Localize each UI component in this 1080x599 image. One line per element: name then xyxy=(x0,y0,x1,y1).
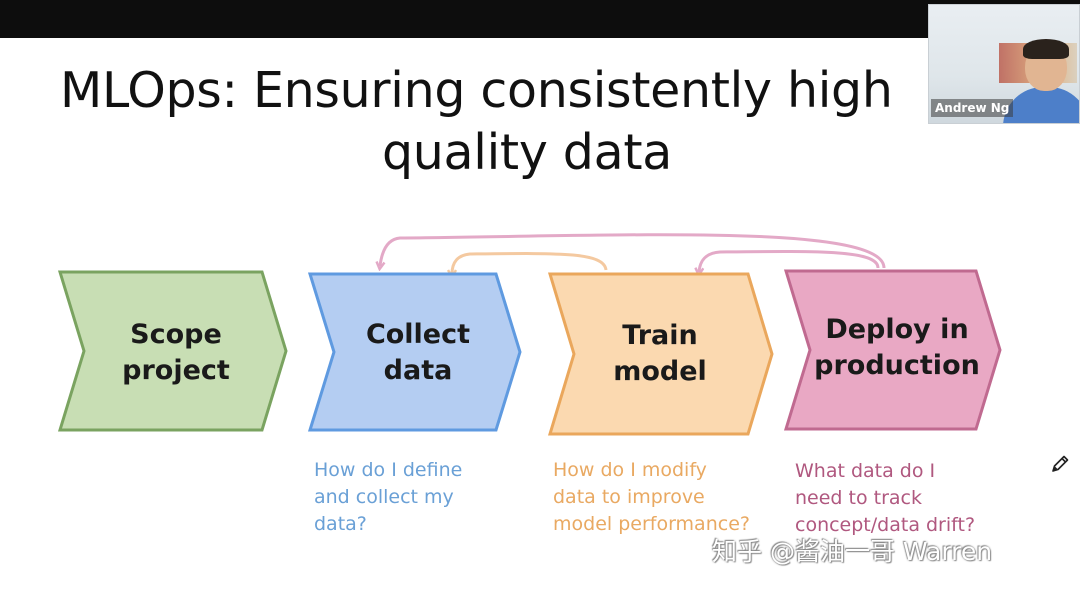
participant-video-tile[interactable]: Andrew Ng xyxy=(928,4,1080,124)
stage-label-scope: Scope project xyxy=(122,319,230,386)
feedback-arrow-deploy-to-collect xyxy=(380,233,886,268)
feedback-arrow-deploy-to-train xyxy=(699,250,880,272)
slide-title: MLOps: Ensuring consistently high qualit… xyxy=(60,60,1070,184)
slide-title-line-2: quality data xyxy=(382,124,672,181)
ml-lifecycle-diagram xyxy=(57,233,1002,436)
shared-slide: MLOps: Ensuring consistently high qualit… xyxy=(0,38,1080,599)
stage-chevron-train xyxy=(547,272,774,436)
question-train: How do I modify data to improve model pe… xyxy=(553,459,750,535)
top-bar xyxy=(0,0,1080,38)
feedback-arrow-train-to-collect xyxy=(452,252,608,274)
stage-chevron-scope xyxy=(57,270,288,432)
watermark-text: 知乎 @酱油一哥 Warren xyxy=(712,537,993,566)
question-deploy: What data do I need to track concept/dat… xyxy=(795,460,976,536)
question-collect: How do I define and collect my data? xyxy=(314,459,463,535)
stage-label-train: Train model xyxy=(613,320,707,387)
participant-body xyxy=(1003,87,1079,123)
participant-name-tag: Andrew Ng xyxy=(931,99,1014,117)
slide-title-line-1: MLOps: Ensuring consistently high xyxy=(60,62,893,119)
stage-chevron-collect xyxy=(307,272,522,432)
pencil-icon[interactable] xyxy=(1049,453,1071,475)
stage-chevron-deploy xyxy=(783,269,1002,431)
stage-label-deploy: Deploy in production xyxy=(814,314,980,381)
participant-hair xyxy=(1023,39,1069,59)
stage-label-collect: Collect data xyxy=(365,319,471,386)
